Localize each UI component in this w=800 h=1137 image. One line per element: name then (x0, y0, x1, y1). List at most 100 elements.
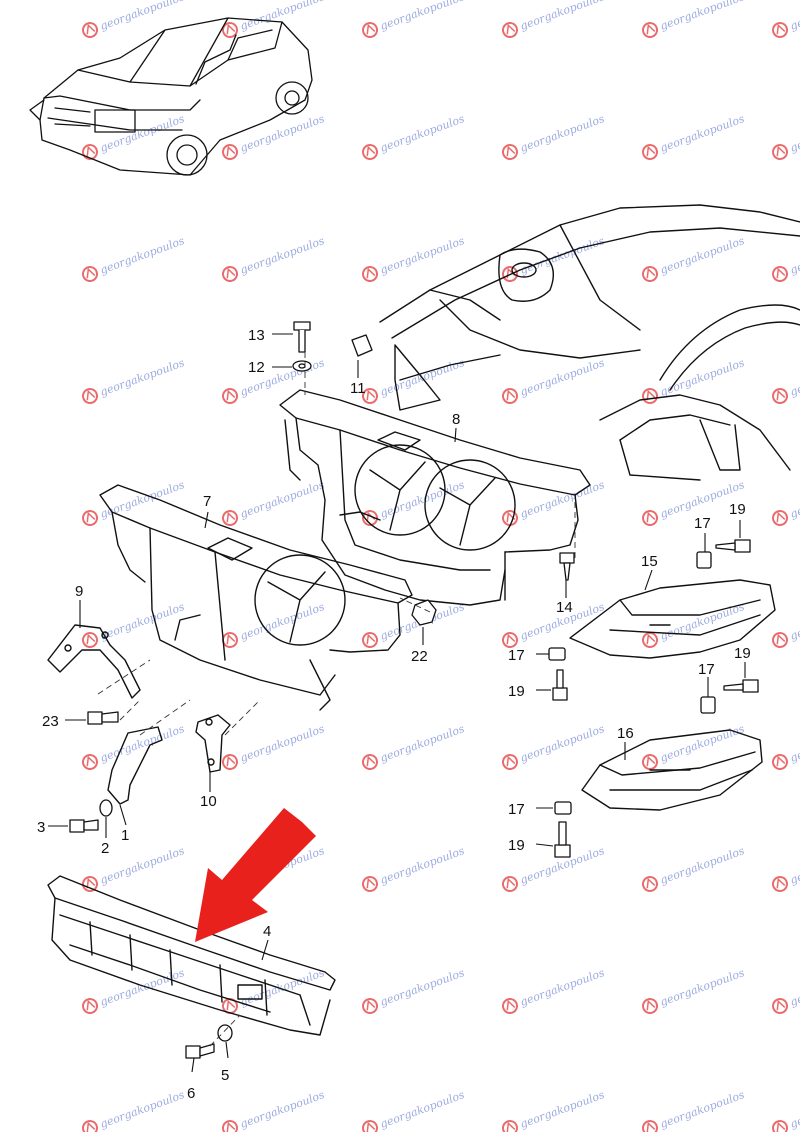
watermark: georgakopoulos (772, 600, 800, 648)
watermark: georgakopoulos (222, 1088, 327, 1136)
callout-3: 3 (37, 819, 45, 836)
watermark-logo-icon (82, 388, 98, 404)
watermark-text: georgakopoulos (238, 722, 326, 765)
watermark: georgakopoulos (82, 0, 187, 38)
watermark-logo-icon (772, 754, 788, 770)
watermark: georgakopoulos (362, 112, 467, 160)
watermark: georgakopoulos (222, 356, 327, 404)
watermark-text: georgakopoulos (788, 234, 800, 277)
highlight-arrow (195, 808, 316, 942)
watermark-logo-icon (362, 22, 378, 38)
watermark: georgakopoulos (222, 478, 327, 526)
callout-14: 14 (556, 599, 573, 616)
watermark-logo-icon (502, 388, 518, 404)
watermark: georgakopoulos (772, 234, 800, 282)
watermark: georgakopoulos (362, 1088, 467, 1136)
callout-19a: 19 (729, 501, 746, 518)
watermark: georgakopoulos (362, 600, 467, 648)
watermark-logo-icon (222, 998, 238, 1014)
watermark-text: georgakopoulos (658, 0, 746, 33)
watermark: georgakopoulos (82, 844, 187, 892)
watermark-text: georgakopoulos (98, 478, 186, 521)
watermark-logo-icon (642, 998, 658, 1014)
watermark: georgakopoulos (362, 722, 467, 770)
alignment-lines (97, 352, 576, 1047)
watermark: georgakopoulos (642, 0, 747, 38)
watermark: georgakopoulos (772, 1088, 800, 1136)
watermark-logo-icon (222, 388, 238, 404)
watermark-text: georgakopoulos (98, 600, 186, 643)
watermark-text: georgakopoulos (518, 112, 606, 155)
watermark: georgakopoulos (222, 0, 327, 38)
watermark-logo-icon (502, 632, 518, 648)
watermark-logo-icon (222, 510, 238, 526)
callout-17c: 17 (698, 661, 715, 678)
watermark-text: georgakopoulos (238, 234, 326, 277)
callout-19b: 19 (508, 683, 525, 700)
watermark: georgakopoulos (772, 844, 800, 892)
callout-7: 7 (203, 493, 211, 510)
watermark: georgakopoulos (362, 478, 467, 526)
watermark-text: georgakopoulos (238, 112, 326, 155)
watermark-text: georgakopoulos (98, 234, 186, 277)
watermark-text: georgakopoulos (658, 112, 746, 155)
bracket-1 (107, 726, 163, 805)
watermark-logo-icon (362, 144, 378, 160)
watermark-logo-icon (362, 754, 378, 770)
watermark: georgakopoulos (772, 356, 800, 404)
watermark: georgakopoulos (82, 234, 187, 282)
watermark: georgakopoulos (82, 356, 187, 404)
watermark-logo-icon (362, 388, 378, 404)
watermark-logo-icon (772, 876, 788, 892)
watermark-text: georgakopoulos (518, 1088, 606, 1131)
watermark-text: georgakopoulos (788, 844, 800, 887)
watermark: georgakopoulos (502, 1088, 607, 1136)
watermark: georgakopoulos (222, 600, 327, 648)
watermark: georgakopoulos (502, 966, 607, 1014)
watermark-logo-icon (642, 754, 658, 770)
watermark: georgakopoulos (362, 966, 467, 1014)
callout-11: 11 (350, 380, 366, 397)
watermark: georgakopoulos (362, 356, 467, 404)
watermark-logo-icon (642, 510, 658, 526)
bracket-10 (195, 714, 231, 773)
watermark-text: georgakopoulos (518, 356, 606, 399)
watermark-logo-icon (362, 998, 378, 1014)
watermark-text: georgakopoulos (98, 966, 186, 1009)
watermark-logo-icon (642, 876, 658, 892)
callout-labels: 13 12 11 8 7 9 23 3 2 1 10 22 14 15 17 1… (37, 327, 751, 1102)
callout-17b: 17 (508, 647, 525, 664)
watermark-logo-icon (642, 632, 658, 648)
body-front-shell (379, 204, 800, 481)
watermark-logo-icon (642, 266, 658, 282)
watermark-logo-icon (772, 22, 788, 38)
watermark-logo-icon (222, 754, 238, 770)
watermark-text: georgakopoulos (378, 234, 466, 277)
watermark: georgakopoulos (642, 112, 747, 160)
watermark-text: georgakopoulos (98, 1088, 186, 1131)
car-thumbnail (29, 17, 313, 176)
watermark: georgakopoulos (222, 234, 327, 282)
watermark-text: georgakopoulos (518, 234, 606, 277)
callout-10: 10 (200, 793, 217, 810)
callout-8: 8 (452, 411, 460, 428)
watermark: georgakopoulos (82, 1088, 187, 1136)
watermark-logo-icon (502, 22, 518, 38)
watermark-logo-icon (642, 144, 658, 160)
watermark-text: georgakopoulos (378, 966, 466, 1009)
watermark: georgakopoulos (502, 112, 607, 160)
watermark-text: georgakopoulos (378, 112, 466, 155)
watermark-text: georgakopoulos (658, 966, 746, 1009)
watermark: georgakopoulos (772, 478, 800, 526)
watermark-logo-icon (362, 510, 378, 526)
watermark-text: georgakopoulos (788, 0, 800, 33)
watermark-text: georgakopoulos (788, 478, 800, 521)
splash-shield-15 (569, 579, 776, 659)
watermark-text: georgakopoulos (378, 0, 466, 33)
watermark-logo-icon (502, 754, 518, 770)
watermark: georgakopoulos (222, 722, 327, 770)
watermark: georgakopoulos (222, 112, 327, 160)
watermark: georgakopoulos (772, 0, 800, 38)
watermark-text: georgakopoulos (518, 0, 606, 33)
